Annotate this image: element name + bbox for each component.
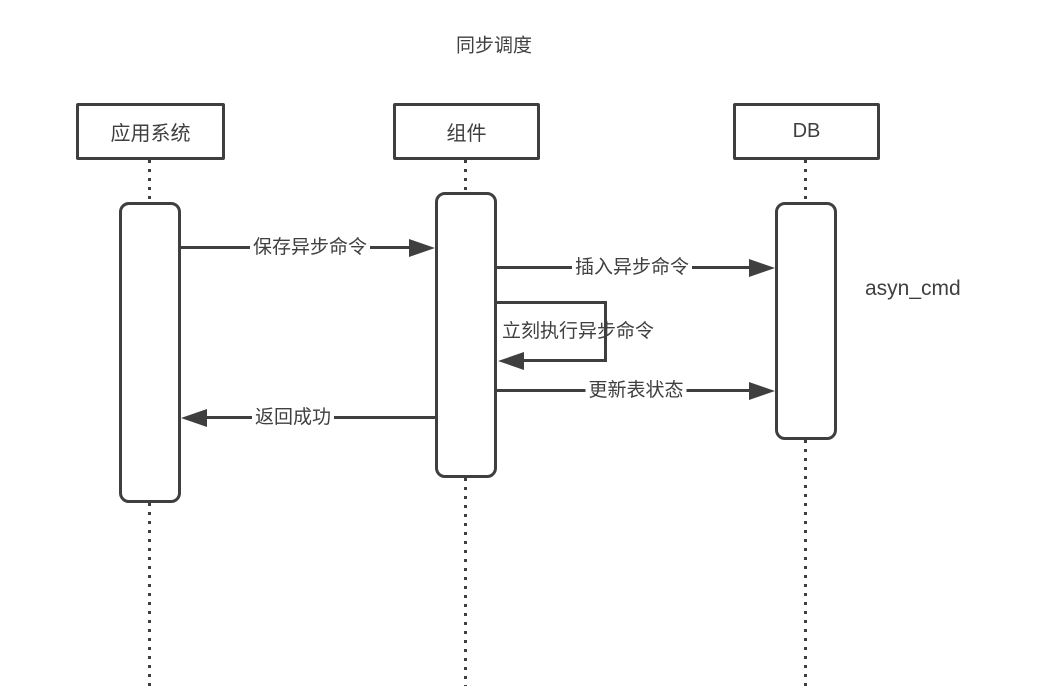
message-label-update-table-status: 更新表状态 — [585, 379, 687, 403]
lifeline-db — [804, 160, 807, 202]
diagram-title: 同步调度 — [455, 35, 533, 57]
participant-label-app-system: 应用系统 — [110, 123, 191, 145]
activation-bar-component — [435, 192, 497, 478]
participant-box-component: 组件 — [393, 103, 540, 160]
self-message-top-line — [497, 301, 607, 304]
lifeline-app-system — [148, 503, 151, 686]
message-label-execute-async-cmd: 立刻执行异步命令 — [502, 321, 655, 343]
activation-bar-db — [775, 202, 837, 440]
arrowhead-right-icon — [409, 239, 435, 257]
lifeline-db — [804, 440, 807, 686]
lifeline-component — [464, 160, 467, 192]
self-message-side-line — [604, 301, 607, 362]
annotation-asyn-cmd: asyn_cmd — [865, 277, 961, 300]
lifeline-component — [464, 478, 467, 686]
participant-label-component: 组件 — [446, 123, 487, 145]
lifeline-app-system — [148, 160, 151, 202]
self-message-bottom-line — [522, 359, 607, 362]
arrowhead-right-icon — [749, 382, 775, 400]
arrowhead-left-icon — [498, 352, 524, 370]
message-label-return-success: 返回成功 — [251, 406, 335, 430]
arrowhead-right-icon — [749, 259, 775, 277]
message-label-insert-async-cmd: 插入异步命令 — [571, 256, 693, 280]
message-label-save-async-cmd: 保存异步命令 — [249, 236, 371, 260]
participant-box-app-system: 应用系统 — [76, 103, 225, 160]
activation-bar-app-system — [119, 202, 181, 503]
participant-label-db: DB — [792, 120, 821, 142]
participant-box-db: DB — [733, 103, 880, 160]
arrowhead-left-icon — [181, 409, 207, 427]
